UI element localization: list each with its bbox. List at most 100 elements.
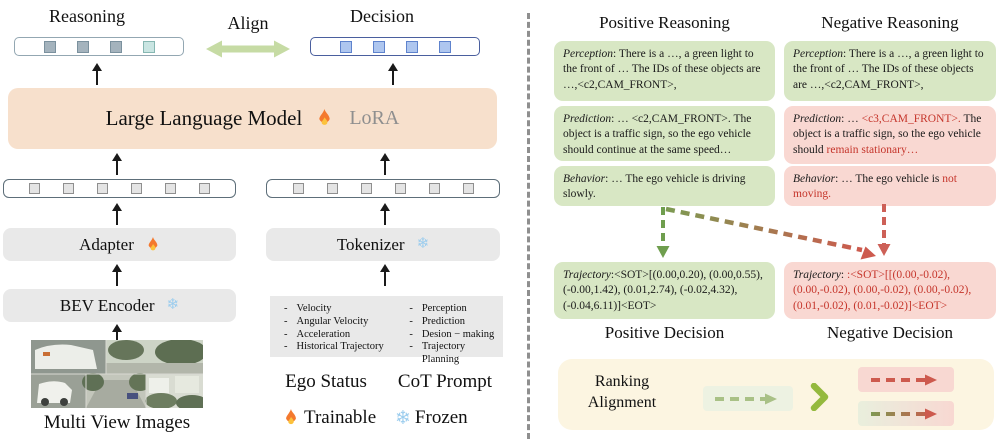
bev-encoder-block: BEV Encoder [3, 289, 236, 322]
flame-icon [148, 236, 158, 250]
arrow-up-icon [112, 153, 122, 175]
positive-perception-box: Perception: There is a …, a green light … [554, 41, 775, 101]
token [394, 183, 406, 194]
bev-encoder-label: BEV Encoder [59, 295, 155, 315]
decision-token [438, 40, 451, 53]
reasoning-token [109, 40, 122, 53]
negative-behavior-box: Behavior: … The ego vehicle is not movin… [784, 166, 996, 206]
decision-token [339, 40, 352, 53]
list-item: Angular Velocity [296, 315, 369, 327]
perception-label: Perception [563, 48, 614, 60]
token [462, 183, 474, 194]
green-dashed-arrow-icon [715, 393, 777, 404]
positive-reasoning-title: Positive Reasoning [599, 13, 730, 32]
arrow-up-icon [388, 63, 398, 85]
token [292, 183, 304, 194]
arrow-up-icon [380, 203, 390, 225]
multi-view-images [31, 340, 203, 408]
ego-cot-box: -Velocity -Angular Velocity -Acceleratio… [270, 296, 503, 365]
align-double-arrow-icon [206, 40, 290, 58]
decision-token [372, 40, 385, 53]
red-dashed-arrow-icon [871, 374, 937, 385]
list-item: Desion − making [421, 328, 495, 340]
list-item: Historical Trajectory [296, 341, 384, 353]
arrow-up-icon [380, 153, 390, 175]
bullet: - [284, 328, 288, 340]
negative-perception-box: Perception: There is a …, a green light … [784, 41, 996, 101]
adapter-block: Adapter [3, 228, 236, 261]
prediction-label: Prediction [563, 113, 612, 125]
list-item: Velocity [296, 303, 332, 314]
arrow-up-icon [112, 324, 122, 341]
ranking-label-line1: Ranking [594, 373, 650, 390]
list-item: Trajectory Planning [421, 341, 466, 366]
trajectory-label: Trajectory [563, 269, 611, 281]
behavior-label: Behavior [793, 173, 836, 185]
flame-icon [286, 409, 296, 425]
snowflake-icon [395, 409, 411, 428]
reasoning-token [43, 40, 56, 53]
perception-text: : There is a …, a green light to the fro… [563, 48, 761, 91]
prediction-text: The object is a traffic sign, so the ego… [793, 113, 982, 156]
reasoning-title: Reasoning [49, 6, 125, 26]
green-to-red-dashed-arrow [665, 206, 863, 253]
arrow-up-icon [112, 264, 122, 286]
snowflake-icon [417, 237, 430, 252]
panel-divider [527, 13, 530, 439]
positive-arrow-pill [703, 386, 793, 411]
reasoning-token-bar [14, 37, 184, 56]
tokenizer-block: Tokenizer [266, 228, 500, 261]
list-item: Perception [421, 303, 467, 314]
bullet: - [284, 315, 288, 327]
negative-decision-title: Negative Decision [826, 323, 954, 342]
token [29, 183, 40, 194]
list-item: Acceleration [296, 328, 351, 340]
token [199, 183, 210, 194]
legend-trainable: Trainable [283, 407, 376, 429]
positive-trajectory-box: Trajectory:<SOT>[(0.00,0.20), (0.00,0.55… [554, 262, 775, 319]
greater-than-icon [810, 383, 829, 411]
bullet: - [409, 328, 413, 340]
prediction-label: Prediction [793, 113, 842, 125]
flame-icon [319, 109, 331, 125]
token [131, 183, 142, 194]
llm-title: Large Language Model [105, 106, 303, 130]
positive-behavior-box: Behavior: … The ego vehicle is driving s… [554, 166, 775, 206]
snowflake-icon [167, 298, 180, 313]
ranking-label-line2: Alignment [587, 393, 657, 411]
green-to-red-dashed-arrow-icon [871, 408, 937, 419]
token [326, 183, 338, 194]
bullet: - [409, 315, 413, 327]
trajectory-text: : [840, 269, 847, 281]
bullet: - [284, 303, 288, 314]
cot-prompt-list: -Perception -Prediction -Desion − making… [409, 303, 503, 365]
tokenizer-token-bar [266, 179, 500, 198]
token [97, 183, 108, 194]
legend-frozen: Frozen [395, 407, 468, 429]
bullet: - [284, 341, 288, 353]
lora-label: LoRA [349, 107, 400, 129]
bullet: - [409, 341, 413, 353]
trajectory-label: Trajectory [793, 269, 841, 281]
large-language-model-block: Large Language Model LoRA [8, 88, 497, 149]
decision-arrows [656, 204, 891, 260]
reasoning-token-highlight [142, 40, 155, 53]
token [63, 183, 74, 194]
reasoning-token [76, 40, 89, 53]
trajectory-text-red: :<SOT>[[(0.00,-0.02), (0.00,-0.02), (0.0… [793, 269, 972, 312]
arrow-up-icon [92, 63, 102, 85]
negative-trajectory-box: Trajectory: :<SOT>[[(0.00,-0.02), (0.00,… [784, 262, 996, 319]
adapter-token-bar [3, 179, 236, 198]
ranking-alignment-label: Ranking Alignment [570, 372, 674, 414]
tokenizer-label: Tokenizer [336, 234, 405, 254]
decision-token [405, 40, 418, 53]
prediction-text: : … <c2,CAM_FRONT>. The object is a traf… [563, 113, 752, 156]
decision-token-bar [310, 37, 480, 56]
prediction-text: : … [841, 113, 862, 125]
token [360, 183, 372, 194]
prediction-text-red: <c3,CAM_FRONT>. [861, 113, 961, 125]
behavior-label: Behavior [563, 173, 606, 185]
ego-status-label: Ego Status [285, 371, 367, 392]
trainable-label: Trainable [304, 407, 377, 428]
